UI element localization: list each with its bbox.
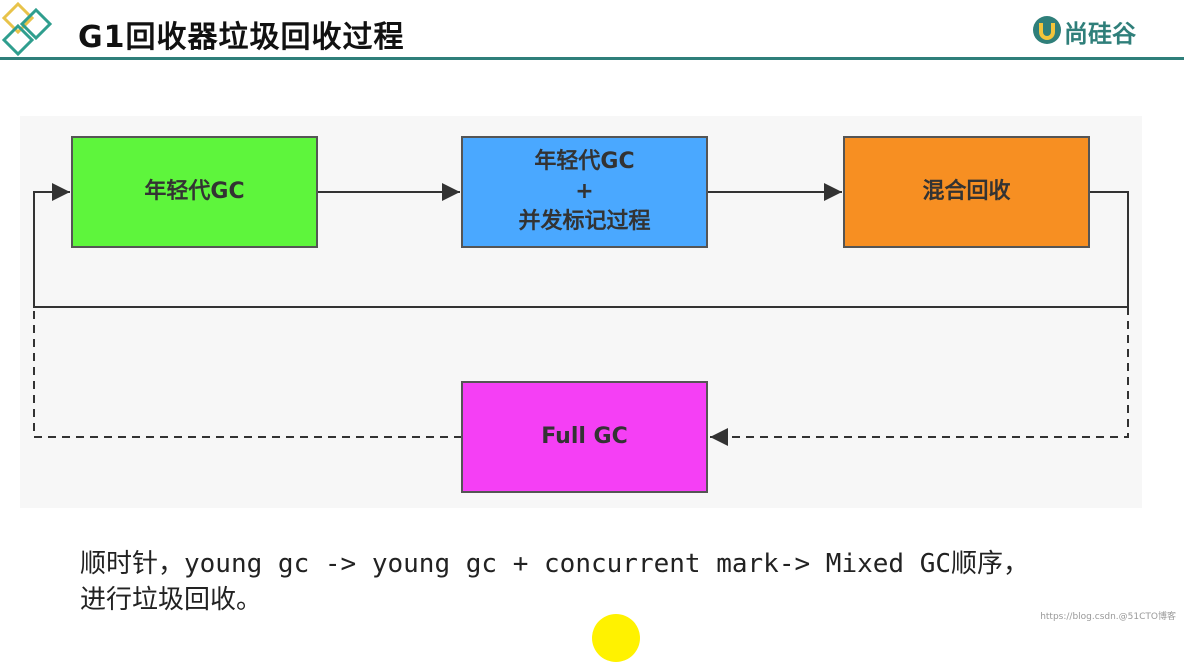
- full-gc-box: Full GC: [461, 381, 708, 493]
- dashed-to-full-gc: [710, 307, 1129, 446]
- slide-header: G1回收器垃圾回收过程 尚硅谷: [0, 0, 1184, 64]
- caption-line-2: 进行垃圾回收。: [80, 585, 263, 615]
- brand-u-icon: [1033, 16, 1061, 44]
- page-title: G1回收器垃圾回收过程: [78, 20, 405, 55]
- loop-back-line: [33, 183, 1129, 308]
- dashed-from-full-gc: [33, 307, 462, 438]
- young-gc-box: 年轻代GC: [71, 136, 318, 248]
- header-divider: [0, 57, 1184, 60]
- watermark: https://blog.csdn.@51CTO博客: [1040, 612, 1176, 622]
- cursor-highlight: [592, 614, 640, 662]
- concurrent-line-1: 年轻代GC: [534, 149, 635, 174]
- mixed-gc-box: 混合回收: [843, 136, 1090, 248]
- caption-line-1: 顺时针，young gc -> young gc + concurrent ma…: [80, 549, 1030, 579]
- diamond-logo-icon: [1, 1, 53, 57]
- mixed-gc-label: 混合回收: [922, 179, 1011, 204]
- diagram-connectors: [33, 183, 1129, 446]
- full-gc-label: Full GC: [541, 424, 628, 449]
- brand-name: 尚硅谷: [1064, 20, 1136, 48]
- concurrent-line-2: +: [575, 179, 594, 204]
- young-gc-concurrent-mark-box: 年轻代GC + 并发标记过程: [461, 136, 708, 248]
- caption: 顺时针，young gc -> young gc + concurrent ma…: [80, 546, 1029, 618]
- young-gc-label: 年轻代GC: [144, 179, 245, 204]
- concurrent-line-3: 并发标记过程: [518, 209, 651, 234]
